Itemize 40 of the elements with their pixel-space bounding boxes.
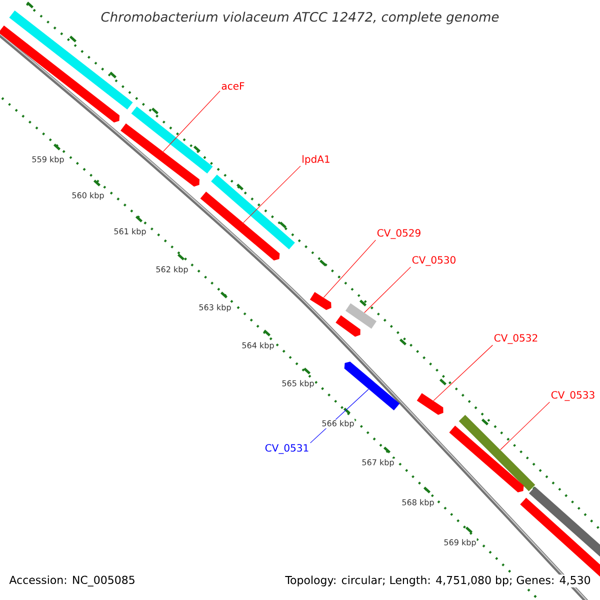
gene-block xyxy=(200,192,280,260)
tick-label: 564 kbp xyxy=(241,342,275,350)
gene-block xyxy=(310,292,332,310)
gene-label: CV_0529 xyxy=(377,229,420,239)
tick-label: 563 kbp xyxy=(198,304,232,312)
leader-line xyxy=(500,402,550,450)
gene-label: CV_0530 xyxy=(412,256,456,266)
tick-label: 569 kbp xyxy=(443,538,477,548)
tick-label: 561 kbp xyxy=(113,228,147,236)
leader-line xyxy=(243,166,301,223)
tick-label: 565 kbp xyxy=(281,380,315,388)
tick-label: 559 kbp xyxy=(31,156,65,164)
gene-block xyxy=(344,362,400,410)
leader-line xyxy=(162,90,220,152)
gene-label: CV_0533 xyxy=(551,391,594,401)
genome-info-text: Topology: circular; Length: 4,751,080 bp; Genes: 4,530 xyxy=(284,574,592,588)
tick-label: 560 kbp xyxy=(71,192,105,200)
gene-block xyxy=(449,426,524,492)
gene-bar xyxy=(458,414,536,492)
tick-label: 562 kbp xyxy=(155,266,189,274)
gene-block xyxy=(416,393,444,415)
gene-bar xyxy=(211,174,295,250)
gene-bar xyxy=(131,106,213,174)
leader-line xyxy=(323,240,376,298)
gene-block xyxy=(120,123,200,187)
leader-line xyxy=(433,344,493,401)
tick-label: 566 kbp xyxy=(321,420,355,428)
gene-label: CV_0531 xyxy=(265,444,308,454)
gene-label: lpdA1 xyxy=(302,155,330,165)
gene-bar xyxy=(528,486,600,560)
leader-line xyxy=(364,266,411,313)
gene-block xyxy=(0,25,120,123)
accession-text: Accession: NC_005085 xyxy=(9,576,134,586)
tick-label: 567 kbp xyxy=(361,458,395,468)
tick-label: 568 kbp xyxy=(401,498,435,508)
gene-block xyxy=(336,315,360,337)
gene-label: aceF xyxy=(222,82,244,90)
title: Chromobacterium violaceum ATCC 12472, complete genome xyxy=(101,12,499,24)
gene-label: CV_0532 xyxy=(494,334,538,344)
gene-bar xyxy=(345,303,377,329)
